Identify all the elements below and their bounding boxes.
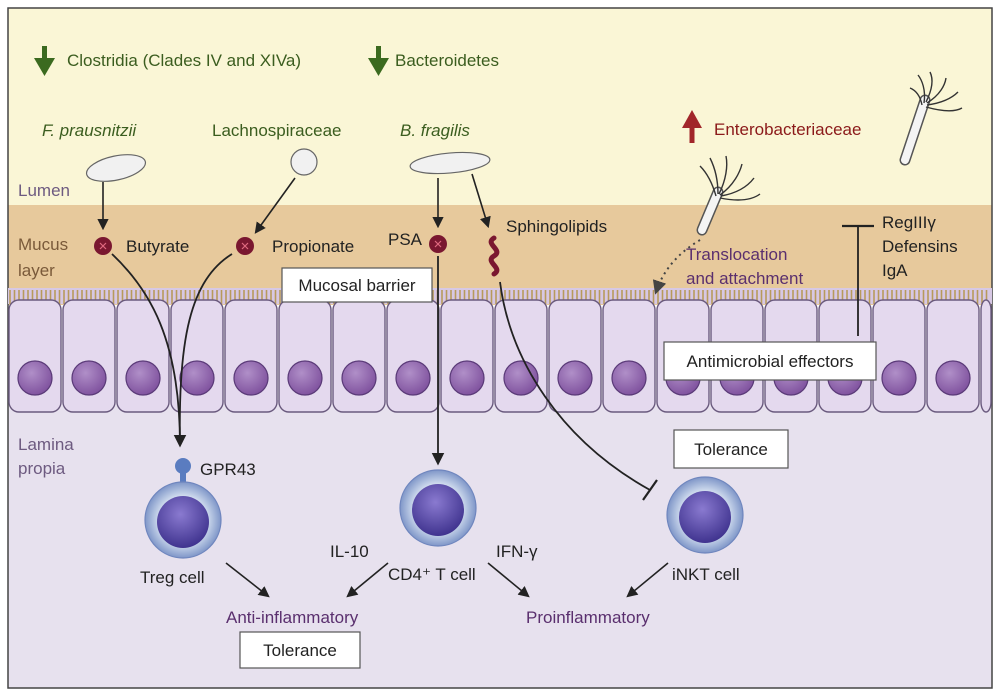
- increase-arrow-icon: [682, 110, 702, 143]
- sphingolipid-squiggle-icon: [488, 235, 500, 277]
- mucosal-barrier-box: [281, 267, 433, 303]
- cell-nucleus: [287, 360, 323, 396]
- gpr43-receptor-icon: [175, 458, 191, 490]
- regiiiy-label: RegIIIγ: [882, 213, 936, 232]
- cell-nucleus: [17, 360, 53, 396]
- sphingolipids-label: Sphingolipids: [506, 217, 607, 236]
- translocation-label: Translocation: [686, 245, 787, 264]
- inkt-cell-label: iNKT cell: [672, 565, 740, 584]
- lamina-label: Lamina: [18, 435, 74, 454]
- inhibit-sphingolipids-inkt: [499, 281, 651, 491]
- lumen-label: Lumen: [18, 181, 70, 200]
- psa-dot-icon: [429, 235, 447, 253]
- inkt-cell-icon: [666, 476, 744, 554]
- defensins-label: Defensins: [882, 237, 958, 256]
- cell-nucleus: [71, 360, 107, 396]
- arrow-butyrate-gpr43: [111, 253, 187, 448]
- diagram-border: [7, 7, 993, 689]
- treg-cell-icon: [144, 481, 222, 559]
- treg-cell-label: Treg cell: [140, 568, 205, 587]
- decrease-arrow-icon: [368, 46, 389, 76]
- iga-label: IgA: [882, 261, 908, 280]
- cell-nucleus: [341, 360, 377, 396]
- cell-nucleus: [233, 360, 269, 396]
- butyrate-dot-icon: [94, 237, 112, 255]
- cd4-t-cell-icon: [399, 469, 477, 547]
- cell-nucleus: [449, 360, 485, 396]
- arrow-bf-sphingolipids: [471, 173, 491, 229]
- tolerance-label-bottom: Tolerance: [263, 641, 337, 660]
- b-fragilis-label: B. fragilis: [400, 121, 470, 140]
- translocation-label-2: and attachment: [686, 269, 803, 288]
- mucus-label: Mucus: [18, 235, 68, 254]
- enterobacteriaceae-label: Enterobacteriaceae: [714, 120, 861, 139]
- cell-nucleus: [881, 360, 917, 396]
- gpr43-label: GPR43: [200, 460, 256, 479]
- bacteroidetes-label: Bacteroidetes: [395, 51, 499, 70]
- arrow-cd4-anti: [346, 562, 389, 598]
- anti-inflammatory-label: Anti-inflammatory: [226, 608, 359, 627]
- lamina-label-2: propia: [18, 459, 66, 478]
- f-prausnitzii-label: F. prausnitzii: [42, 121, 137, 140]
- lachnospiraceae-bacterium-icon: [290, 148, 318, 176]
- cell-nucleus: [125, 360, 161, 396]
- decrease-arrow-icon: [34, 46, 55, 76]
- arrow-cd4-pro: [487, 562, 530, 598]
- cd4-t-cell-label: CD4⁺ T cell: [388, 565, 476, 584]
- antimicrobial-box: [663, 341, 877, 381]
- cell-nucleus: [557, 360, 593, 396]
- enterobacteria-icon: [899, 71, 963, 166]
- butyrate-label: Butyrate: [126, 237, 189, 256]
- arrow-inkt-pro: [626, 562, 669, 598]
- cell-nucleus: [503, 360, 539, 396]
- epithelium: [8, 288, 992, 413]
- mucosal-barrier-label: Mucosal barrier: [298, 276, 415, 295]
- cell-nucleus: [179, 360, 215, 396]
- cell-nucleus: [611, 360, 647, 396]
- ifng-label: IFN-γ: [496, 542, 538, 561]
- proinflammatory-label: Proinflammatory: [526, 608, 650, 627]
- inhibit-bar-inkt: [642, 479, 658, 501]
- lumen-region: [8, 8, 992, 208]
- cell-nucleus: [935, 360, 971, 396]
- antimicrobial-label: Antimicrobial effectors: [687, 352, 854, 371]
- mucus-label-2: layer: [18, 261, 55, 280]
- epithelial-cell: [980, 299, 992, 413]
- tolerance-box-top: [673, 429, 789, 469]
- cell-nucleus: [395, 360, 431, 396]
- f-prausnitzii-bacterium-icon: [85, 154, 147, 182]
- lachnospiraceae-label: Lachnospiraceae: [212, 121, 341, 140]
- attached-enterobacteria-icon: [696, 155, 761, 236]
- propionate-label: Propionate: [272, 237, 354, 256]
- b-fragilis-bacterium-icon: [409, 151, 491, 175]
- psa-label: PSA: [388, 230, 423, 249]
- arrow-propionate-gpr43: [178, 253, 233, 446]
- tolerance-box-bottom: [239, 631, 361, 669]
- arrow-treg-anti: [225, 562, 270, 598]
- arrow-lach-propionate: [254, 177, 296, 234]
- il10-label: IL-10: [330, 542, 369, 561]
- tolerance-label-top: Tolerance: [694, 440, 768, 459]
- propionate-dot-icon: [236, 237, 254, 255]
- clostridia-label: Clostridia (Clades IV and XIVa): [67, 51, 301, 70]
- translocation-arrow: [652, 239, 701, 295]
